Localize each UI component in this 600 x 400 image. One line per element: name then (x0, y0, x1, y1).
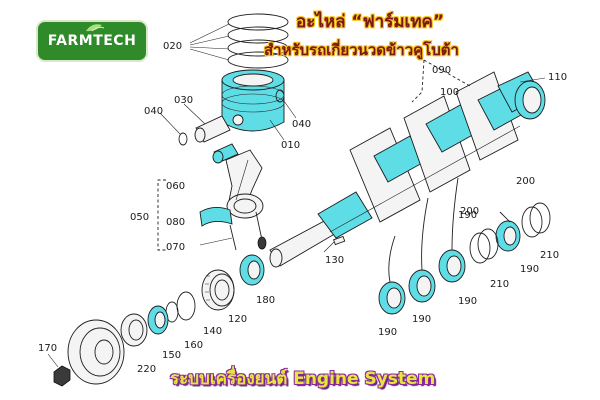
label-190-a: 190 (378, 327, 397, 338)
crankshaft-key (323, 235, 346, 253)
label-220: 220 (137, 364, 156, 375)
label-060: 060 (166, 181, 185, 192)
collar (120, 313, 148, 347)
label-190-c: 190 (458, 296, 477, 307)
label-070: 070 (166, 242, 185, 253)
label-190-d: 190 (458, 210, 477, 221)
section-caption: ระบบเครื่องยนต์ Engine System (170, 369, 436, 389)
page-title: อะไหล่ “ฟาร์มเทค” (296, 12, 445, 32)
label-170: 170 (38, 343, 57, 354)
crank-gear (201, 269, 235, 311)
crank-bushing (239, 254, 265, 286)
pin-clip-left (159, 112, 188, 146)
part-labels: 020 030 040 040 010 060 050 080 070 090 … (38, 41, 567, 375)
label-040-right: 040 (292, 119, 311, 130)
farmtech-logo (36, 20, 148, 62)
label-160: 160 (184, 340, 203, 351)
logo-wordmark: FARMTECH (47, 33, 137, 49)
label-020: 020 (163, 41, 182, 52)
thrust-washers-200-210 (469, 202, 551, 264)
piston (221, 69, 285, 141)
label-080: 080 (166, 217, 185, 228)
main-bearing-2 (408, 197, 436, 303)
rod-bearing (199, 207, 233, 227)
pulley-nut (47, 353, 71, 387)
oil-slinger (176, 291, 196, 321)
oil-seal (147, 305, 169, 335)
label-210-a: 210 (490, 279, 509, 290)
piston-pin (183, 103, 231, 143)
label-120: 120 (228, 314, 247, 325)
page-subtitle: สำหรับรถเกี่ยวนวดข้าวคูโบต้า (264, 41, 459, 59)
rear-bush (514, 77, 546, 120)
label-130: 130 (325, 255, 344, 266)
label-180: 180 (256, 295, 275, 306)
label-110: 110 (548, 72, 567, 83)
main-bearing-1 (378, 235, 406, 315)
main-bearing-4 (495, 211, 521, 252)
main-bearing-3 (438, 177, 466, 283)
rod-bolts (199, 211, 267, 251)
pin-clip-right (275, 89, 297, 119)
connecting-rod (225, 149, 264, 219)
label-150: 150 (162, 350, 181, 361)
label-210-b: 210 (540, 250, 559, 261)
label-200-b: 200 (516, 176, 535, 187)
rod-small-end-bush (212, 143, 239, 164)
label-190-e: 190 (520, 264, 539, 275)
label-090: 090 (432, 65, 451, 76)
label-140: 140 (203, 326, 222, 337)
crankshaft-bracket (411, 59, 471, 103)
label-200-a: 200 (460, 206, 479, 217)
label-050: 050 (130, 212, 149, 223)
label-010: 010 (281, 140, 300, 151)
piston-rings (189, 13, 289, 69)
crank-pulley (67, 319, 125, 385)
crankshaft (269, 71, 543, 268)
connecting-rod-bracket (157, 179, 168, 251)
label-100: 100 (440, 87, 459, 98)
label-030: 030 (174, 95, 193, 106)
label-190-b: 190 (412, 314, 431, 325)
label-040-left: 040 (144, 106, 163, 117)
